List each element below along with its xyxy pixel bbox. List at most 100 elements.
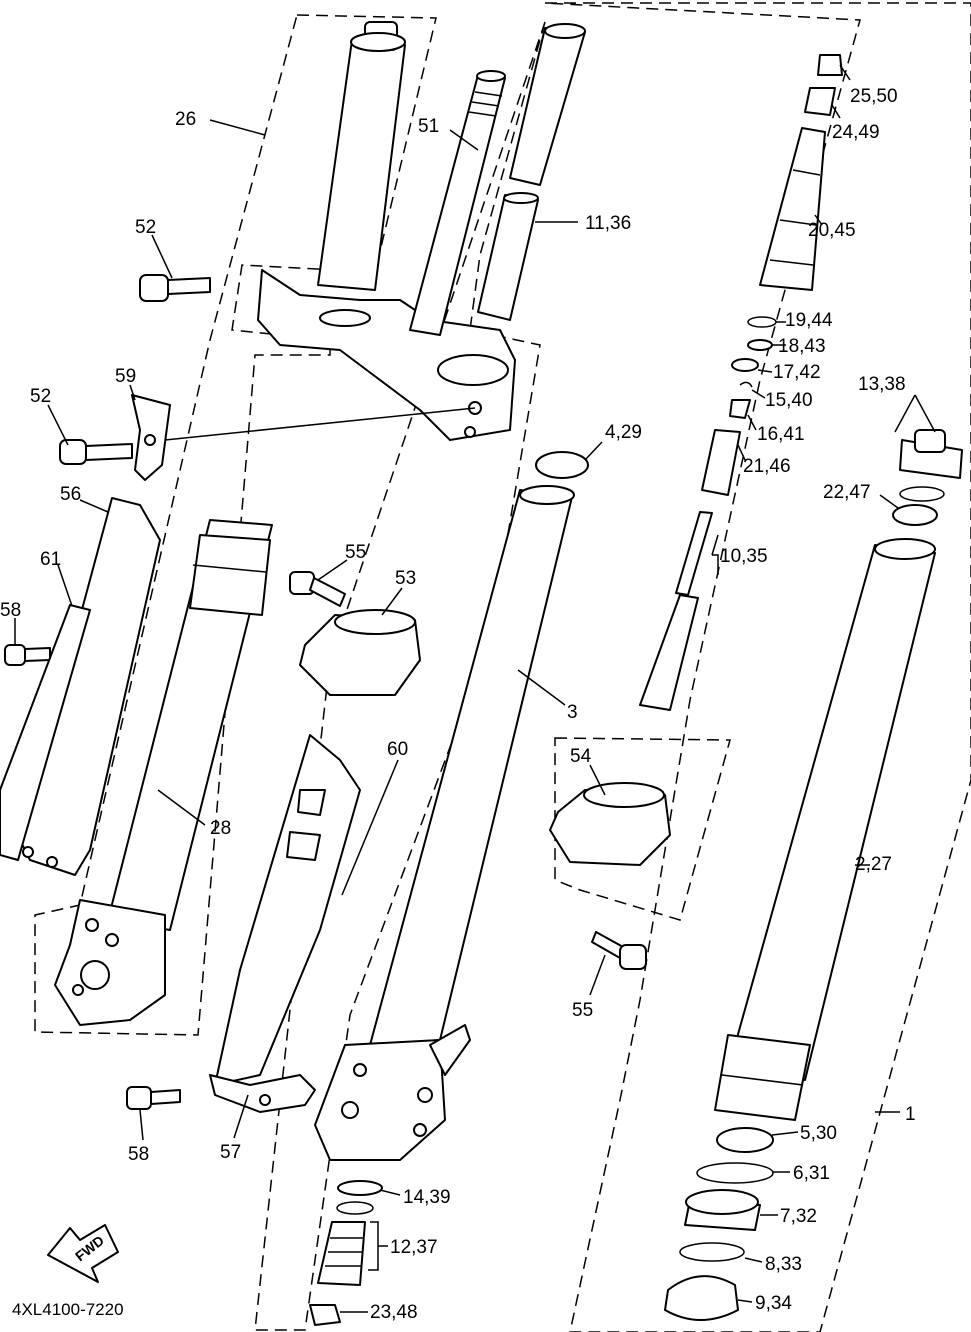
bracket-hole-a [85,918,99,932]
callout-23-48: 23,48 [370,1302,418,1323]
leader-14-39 [379,1189,401,1196]
bolt-58-lower [126,1086,181,1110]
fork-guard-61 [0,604,91,861]
fork-guard-60-57 [209,734,361,1113]
callout-3: 3 [567,702,578,723]
slider-band [189,534,271,616]
inner-tube-51 [409,70,506,336]
leader-57 [233,1094,249,1139]
callout-54: 54 [570,746,592,767]
callout-5-30: 5,30 [800,1123,837,1144]
fork-guard-57 [209,1074,316,1113]
spring-20-45 [759,127,826,291]
leader-54 [589,764,606,796]
callout-14-39: 14,39 [403,1187,451,1208]
leader-61 [57,564,73,607]
leader-5-30 [771,1131,799,1136]
callout-26: 26 [175,109,196,130]
callout-15-40: 15,40 [765,390,813,411]
bolt-52-lower [59,439,133,465]
leader-16-41 [747,414,757,431]
fork-guard-56-61 [0,497,161,876]
clamp-54-body [549,789,671,866]
callout-22-47: 22,47 [823,482,871,503]
leader-59-to-clamp [164,407,476,441]
clamp-bolt-hole-2 [464,426,476,438]
spring-line-1 [792,169,821,176]
seal-stack [664,1127,774,1321]
piston-16-41 [729,399,751,419]
bracket-59-hole [144,434,156,446]
clamp-53-bore [334,609,416,635]
cap-nut-25-50 [817,54,843,76]
callout-10-35: 10,35 [720,546,768,567]
outer-tube-3-top [519,485,575,505]
left-fork-assembly [54,21,516,1026]
damper-tube-11-36 [477,23,586,321]
clip-15-40 [739,381,753,388]
clamp-54 [549,782,671,866]
outer-tube-top-rim [350,32,406,52]
inner-tube-51-thread-2 [471,101,500,107]
bolt-52-lower-head [59,439,87,465]
bolt-52-upper-head [139,274,169,302]
leader-53 [381,587,403,616]
outer-tube-2-27 [714,538,936,1121]
band-line [721,1074,804,1086]
callout-20-45: 20,45 [808,220,856,241]
outer-tube-2-27-body [727,544,936,1081]
inner-tube-51-thread-3 [468,111,497,117]
guard-57-hole [259,1094,271,1106]
outer-tube-upper [317,39,406,291]
callout-52b: 52 [30,386,51,407]
inner-tube-51-thread [474,91,503,97]
leader-4-29 [584,441,603,461]
leader-51 [449,129,479,151]
caliper-mount [429,1024,471,1076]
callout-61: 61 [40,549,61,570]
callout-18-43: 18,43 [778,336,826,357]
guard-hole-a [22,846,34,858]
outer-tube-3 [314,451,589,1161]
fork-cap-oring [899,486,945,502]
nut-23-48 [309,1304,341,1326]
washer-14-39 [337,1180,383,1196]
clamp-54-bore [583,782,665,808]
callout-51: 51 [418,116,439,137]
leader-8-33 [744,1257,763,1263]
bushing-4-29 [535,451,589,479]
outer-tube-2-27-band [714,1034,811,1121]
leader-10-35 [711,534,719,575]
bolt-55-lower-head [619,944,647,970]
callout-12-37: 12,37 [390,1237,438,1258]
bolt-55-lower [591,931,647,970]
leader-3 [517,669,566,706]
axle-bracket [54,899,166,1026]
bolt-58-left-shank [24,647,51,662]
bolt-55-upper [289,571,346,607]
leader-25-50 [839,64,851,81]
bolt-52-lower-shank [85,443,133,461]
axle-hole [80,960,110,990]
leader-21-46 [737,444,746,461]
bolts [4,274,647,1110]
callout-28: 28 [210,818,231,839]
bolt-58-left [4,644,51,666]
callout-19-44: 19,44 [785,310,833,331]
leader-28 [157,789,206,826]
leader-55b [589,954,606,996]
leader-lines [14,64,936,1313]
callout-7-32: 7,32 [780,1206,817,1227]
leader-24-49 [831,104,841,119]
spring-line-3 [769,259,814,266]
seal-7-32-top [685,1189,759,1215]
callout-57: 57 [220,1142,241,1163]
fwd-arrow-icon [47,1224,119,1283]
callout-53: 53 [395,568,416,589]
washer-18-43 [747,339,773,351]
bolt-58-lower-head [126,1086,152,1110]
leader-58b [139,1109,144,1141]
callout-1: 1 [905,1104,916,1125]
guard-slot-1 [297,789,326,816]
